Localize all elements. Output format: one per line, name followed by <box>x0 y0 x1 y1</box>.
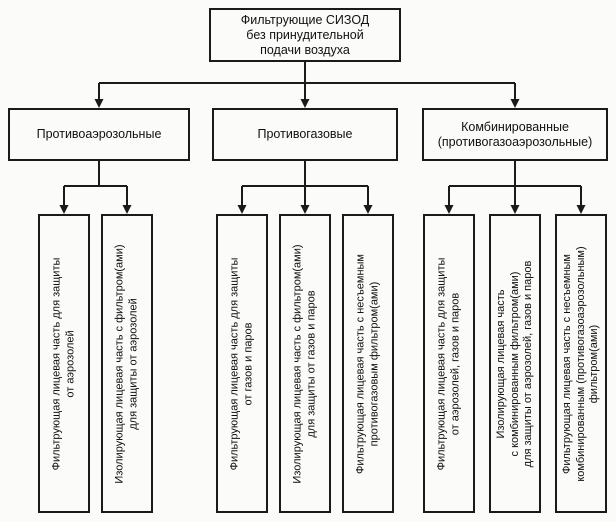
leaf-node-filtering-face-gases: Фильтрующая лицевая часть для защиты от … <box>216 214 268 513</box>
node-branch-protivogazovye: Противогазовые <box>212 108 398 161</box>
leaf-node-filtering-face-combined-protection: Фильтрующая лицевая часть для защиты от … <box>423 214 475 513</box>
node-root: Фильтрующие СИЗОД без принудительной под… <box>209 8 401 62</box>
leaf-node-filtering-face-fixed-combined-filter: Фильтрующая лицевая часть с несъемным ко… <box>555 214 607 513</box>
leaf-node-filtering-face-aerosols: Фильтрующая лицевая часть для защиты от … <box>38 214 90 513</box>
leaf-label: Фильтрующая лицевая часть для защиты от … <box>228 257 255 470</box>
leaf-label: Изолирующая лицевая часть с фильтром(ами… <box>291 243 318 484</box>
node-branch-protivoaerozolnye: Противоаэрозольные <box>8 108 190 161</box>
leaf-node-filtering-face-fixed-gas-filter: Фильтрующая лицевая часть с несъемным пр… <box>342 214 394 513</box>
leaf-label: Фильтрующая лицевая часть для защиты от … <box>50 257 77 470</box>
leaf-label: Фильтрующая лицевая часть с несъемным пр… <box>354 253 381 474</box>
leaf-label: Изолирующая лицевая часть с комбинирован… <box>494 260 534 467</box>
leaf-node-isolating-face-combined-filter: Изолирующая лицевая часть с комбинирован… <box>489 214 541 513</box>
leaf-label: Фильтрующая лицевая часть с несъемным ко… <box>560 245 600 482</box>
leaf-label: Изолирующая лицевая часть с фильтром(ами… <box>113 243 140 484</box>
leaf-node-isolating-face-filter-gases: Изолирующая лицевая часть с фильтром(ами… <box>279 214 331 513</box>
node-branch-kombinirovannye: Комбинированные (противогазоаэрозольные) <box>422 108 608 161</box>
leaf-node-isolating-face-filter-aerosols: Изолирующая лицевая часть с фильтром(ами… <box>101 214 153 513</box>
leaf-label: Фильтрующая лицевая часть для защиты от … <box>435 257 462 470</box>
